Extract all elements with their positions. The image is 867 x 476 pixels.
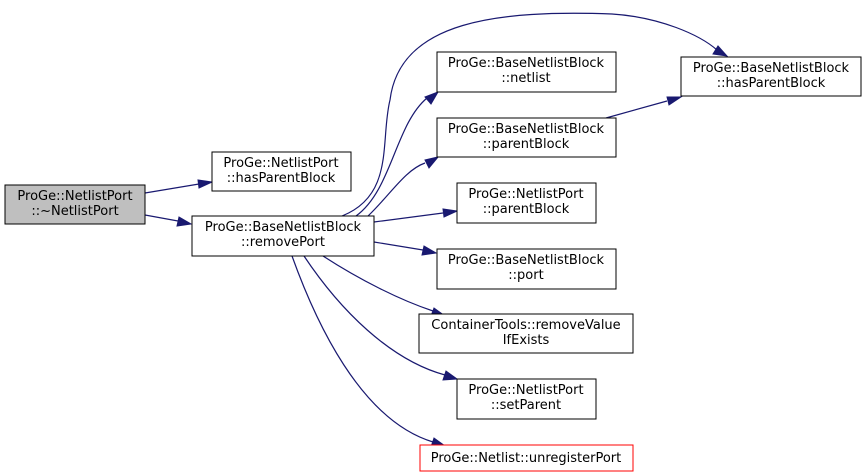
edge-removeport-to-basenetlistblock-parentblock: [367, 156, 440, 217]
edge-parentblock-to-basenetlistblock-hasparentblock: [605, 96, 683, 119]
edge-removeport-to-setparent: [303, 255, 459, 381]
node-label-line1: ProGe::NetlistPort: [468, 383, 583, 398]
edge-dtor-to-netlistport-hasparentblock: [144, 179, 214, 194]
node-label-line2: ::setParent: [491, 398, 561, 413]
node-label-line2: ::netlist: [501, 71, 550, 86]
node-label-line2: ::parentBlock: [483, 137, 570, 152]
edge-dtor-to-removeport: [144, 214, 193, 227]
edge-removeport-to-netlist: [355, 91, 440, 217]
node-label-line1: ProGe::NetlistPort: [17, 189, 132, 204]
node-netlistport-dtor[interactable]: ProGe::NetlistPort ::~NetlistPort: [4, 184, 146, 225]
node-label-line2: ::hasParentBlock: [227, 171, 336, 186]
node-label-line1: ProGe::BaseNetlistBlock: [205, 220, 362, 235]
node-label-line1: ProGe::NetlistPort: [468, 187, 583, 202]
edge-removeport-to-basenetlistblock-hasparentblock: [341, 12, 729, 217]
node-label-line2: ::hasParentBlock: [717, 76, 826, 91]
node-basenetlistblock-netlist[interactable]: ProGe::BaseNetlistBlock ::netlist: [436, 51, 617, 93]
node-netlistport-parentblock[interactable]: ProGe::NetlistPort ::parentBlock: [456, 182, 597, 224]
edge-removeport-to-netlistport-parentblock: [373, 208, 459, 223]
node-netlist-unregisterport[interactable]: ProGe::Netlist::unregisterPort: [419, 444, 634, 472]
node-label-line2: ::removePort: [241, 235, 325, 250]
node-netlistport-hasparentblock[interactable]: ProGe::NetlistPort ::hasParentBlock: [211, 151, 352, 192]
node-containertools-removevalueifexists[interactable]: ContainerTools::removeValue IfExists: [418, 313, 634, 354]
node-netlistport-setparent[interactable]: ProGe::NetlistPort ::setParent: [456, 378, 597, 420]
edge-removeport-to-basenetlistblock-port: [373, 241, 438, 256]
node-basenetlistblock-port[interactable]: ProGe::BaseNetlistBlock ::port: [436, 248, 617, 290]
edge-removeport-to-removevalueifexists: [322, 255, 447, 317]
node-label-line1: ProGe::BaseNetlistBlock: [448, 253, 605, 268]
node-label-line2: IfExists: [503, 333, 550, 348]
node-label-line2: ::parentBlock: [483, 202, 570, 217]
node-label-line1: ContainerTools::removeValue: [431, 318, 620, 333]
node-label-line1: ProGe::Netlist::unregisterPort: [431, 451, 622, 466]
node-label-line1: ProGe::BaseNetlistBlock: [448, 56, 605, 71]
node-basenetlistblock-parentblock[interactable]: ProGe::BaseNetlistBlock ::parentBlock: [436, 117, 617, 158]
node-label-line1: ProGe::NetlistPort: [223, 156, 338, 171]
node-label-line2: ::~NetlistPort: [31, 204, 118, 219]
node-label-line1: ProGe::BaseNetlistBlock: [448, 122, 605, 137]
node-label-line1: ProGe::BaseNetlistBlock: [693, 61, 850, 76]
node-basenetlistblock-removeport[interactable]: ProGe::BaseNetlistBlock ::removePort: [191, 215, 375, 257]
node-label-line2: ::port: [508, 268, 543, 283]
node-basenetlistblock-hasparentblock[interactable]: ProGe::BaseNetlistBlock ::hasParentBlock: [680, 56, 862, 97]
